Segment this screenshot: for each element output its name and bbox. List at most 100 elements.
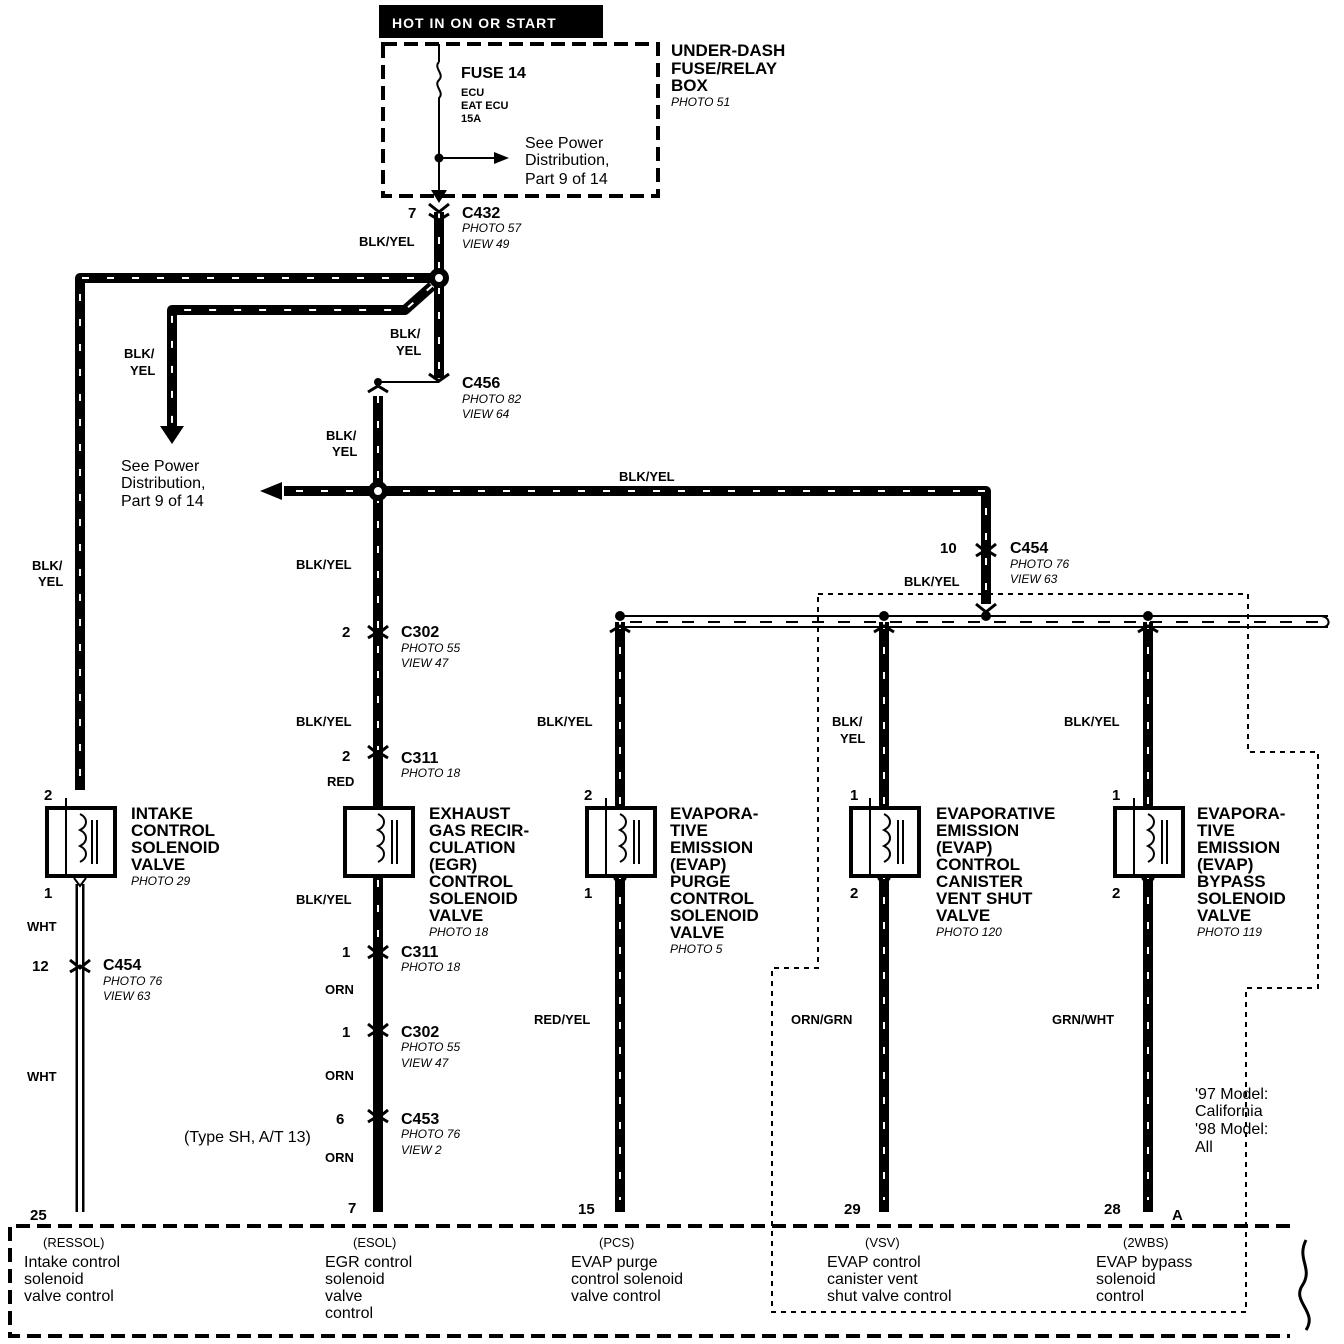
- splice-main-core: [435, 274, 443, 282]
- svg-text:'98 Model:: '98 Model:: [1195, 1121, 1268, 1138]
- svg-text:28: 28: [1104, 1201, 1121, 1218]
- svg-text:CONTROL: CONTROL: [429, 872, 513, 891]
- bus-tap-c454-symbol: [975, 602, 997, 614]
- svg-text:Part 9 of 14: Part 9 of 14: [121, 493, 204, 510]
- svg-text:C453: C453: [401, 1111, 439, 1128]
- wire-label-purge-blkyel: BLK/YEL: [537, 714, 593, 729]
- connector-c432-symbol: [428, 202, 450, 222]
- svg-text:(EVAP): (EVAP): [1197, 855, 1253, 874]
- ecu-terminal-2wbs: 28 A (2WBS) EVAP bypass solenoid control: [1096, 1201, 1192, 1305]
- svg-text:VIEW 47: VIEW 47: [401, 656, 450, 670]
- wire-label-bypass-grnwht: GRN/WHT: [1052, 1012, 1114, 1027]
- c456-jumper-dot: [374, 378, 382, 386]
- stripe-left-ref: [171, 285, 433, 430]
- purge-pin-top: 2: [584, 787, 592, 804]
- ecu-terminal-esol: 7 (ESOL) EGR control solenoid valve cont…: [325, 1200, 412, 1322]
- splice-bus-purge: [615, 611, 625, 621]
- wire-label-egr-out-blkyel: BLK/YEL: [296, 892, 352, 907]
- svg-text:2: 2: [342, 748, 350, 765]
- svg-text:C454: C454: [1010, 540, 1048, 557]
- stripe-intake: [79, 277, 439, 790]
- wire-label-intake-yel: YEL: [38, 574, 63, 589]
- svg-text:valve control: valve control: [24, 1288, 114, 1305]
- svg-text:PHOTO 76: PHOTO 76: [401, 1127, 460, 1141]
- svg-text:VIEW 47: VIEW 47: [401, 1056, 450, 1070]
- svg-text:EVAP bypass: EVAP bypass: [1096, 1254, 1192, 1271]
- ecu-terminal-vsv: 29 (VSV) EVAP control canister vent shut…: [827, 1201, 952, 1305]
- bus-tap-purge-symbol: [609, 624, 631, 634]
- svg-text:PHOTO 18: PHOTO 18: [429, 925, 488, 939]
- splice-bus-c454: [981, 611, 991, 621]
- connector-c456-symbol: [367, 372, 450, 394]
- model-note-text: '97 Model: California '98 Model: All: [1195, 1086, 1268, 1156]
- svg-text:C302: C302: [401, 1024, 439, 1041]
- bus-end-hook: [1319, 615, 1330, 628]
- connector-c302-upper-symbol: [367, 624, 389, 640]
- svg-text:VALVE: VALVE: [429, 906, 483, 925]
- svg-text:VIEW 63: VIEW 63: [103, 989, 151, 1003]
- svg-text:CONTROL: CONTROL: [670, 889, 754, 908]
- svg-text:(PCS): (PCS): [599, 1235, 634, 1250]
- svg-text:7: 7: [408, 205, 416, 222]
- svg-text:PHOTO 76: PHOTO 76: [103, 974, 162, 988]
- svg-text:EVAPORA-: EVAPORA-: [1197, 804, 1285, 823]
- svg-text:(VSV): (VSV): [865, 1235, 900, 1250]
- fuse-box-title-2: FUSE/RELAY: [671, 59, 778, 78]
- purge-pin-bottom: 1: [584, 885, 592, 902]
- svg-text:EMISSION: EMISSION: [936, 821, 1019, 840]
- bypass-valve-title: EVAPORA- TIVE EMISSION (EVAP) BYPASS SOL…: [1197, 804, 1286, 939]
- wire-label-vent-orngrn: ORN/GRN: [791, 1012, 852, 1027]
- splice-bus-bypass: [1143, 611, 1153, 621]
- svg-text:California: California: [1195, 1103, 1263, 1120]
- svg-text:PHOTO 76: PHOTO 76: [1010, 557, 1069, 571]
- svg-text:VIEW 2: VIEW 2: [401, 1143, 442, 1157]
- svg-text:C302: C302: [401, 624, 439, 641]
- svg-text:1: 1: [342, 1024, 350, 1041]
- wire-label-intake-wht-1: WHT: [27, 919, 57, 934]
- svg-text:EGR control: EGR control: [325, 1254, 412, 1271]
- svg-text:C454: C454: [103, 957, 141, 974]
- connector-c453-symbol: [367, 1108, 389, 1124]
- svg-text:2: 2: [342, 624, 350, 641]
- fuse-box-title-1: UNDER-DASH: [671, 41, 785, 60]
- svg-text:solenoid: solenoid: [24, 1271, 84, 1288]
- wire-label-trunk-yel: YEL: [396, 343, 421, 358]
- svg-text:VIEW 64: VIEW 64: [462, 407, 510, 421]
- svg-text:EVAP control: EVAP control: [827, 1254, 921, 1271]
- fuse-output-arrow-icon: [431, 190, 447, 203]
- svg-text:EMISSION: EMISSION: [670, 838, 753, 857]
- fuse-relay-box-outline: [381, 42, 660, 198]
- svg-text:SOLENOID: SOLENOID: [1197, 889, 1286, 908]
- svg-text:(2WBS): (2WBS): [1123, 1235, 1169, 1250]
- svg-text:PHOTO 120: PHOTO 120: [936, 925, 1002, 939]
- fuse-ref-text-2: Distribution,: [525, 152, 609, 169]
- fuse-box-title-3: BOX: [671, 76, 709, 95]
- wire-to-left-power-ref: [167, 282, 436, 430]
- svg-text:6: 6: [336, 1111, 344, 1128]
- left-power-ref-arrow-icon: [160, 426, 184, 444]
- svg-text:VALVE: VALVE: [670, 923, 724, 942]
- svg-text:VALVE: VALVE: [936, 906, 990, 925]
- svg-text:All: All: [1195, 1139, 1213, 1156]
- svg-text:15: 15: [578, 1201, 595, 1218]
- svg-text:valve: valve: [325, 1288, 362, 1305]
- fuse-14-name: FUSE 14: [461, 65, 526, 82]
- fuse-ref-text-1: See Power: [525, 135, 604, 152]
- svg-text:(EGR): (EGR): [429, 855, 477, 874]
- svg-text:C432: C432: [462, 205, 500, 222]
- wire-label-vent-yel: YEL: [840, 731, 865, 746]
- fuse-ref-arrow-icon: [494, 152, 509, 164]
- egr-valve-title: EXHAUST GAS RECIR- CULATION (EGR) CONTRO…: [429, 804, 529, 939]
- svg-text:PHOTO 82: PHOTO 82: [462, 392, 521, 406]
- vent-pin-top: 1: [850, 787, 858, 804]
- svg-text:'97 Model:: '97 Model:: [1195, 1086, 1268, 1103]
- wire-label-vent-blk: BLK/: [832, 714, 863, 729]
- svg-text:PHOTO 55: PHOTO 55: [401, 641, 460, 655]
- vent-valve-title: EVAPORATIVE EMISSION (EVAP) CONTROL CANI…: [936, 804, 1055, 939]
- wire-label-intake-wht-2: WHT: [27, 1069, 57, 1084]
- ecu-right-break: [1298, 1239, 1311, 1331]
- fuse-14-detail-3: 15A: [461, 113, 481, 125]
- ecu-terminal-ressol: 25 (RESSOL) Intake control solenoid valv…: [24, 1207, 120, 1305]
- svg-text:PURGE: PURGE: [670, 872, 730, 891]
- bus-tap-bypass-symbol: [1137, 624, 1159, 634]
